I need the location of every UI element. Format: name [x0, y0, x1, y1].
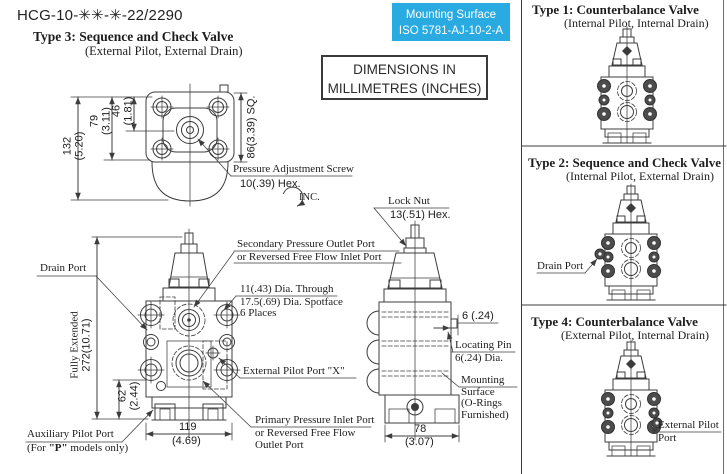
mounting-surface-label: Mounting Surface (O-Rings Furnished): [461, 374, 509, 421]
dimensions-note: DIMENSIONS IN MILLIMETRES (INCHES): [321, 55, 488, 100]
locating-pin-dia: 6(.24) Dia.: [455, 352, 503, 364]
mounting-surface-badge: Mounting Surface ISO 5781-AJ-10-2-A: [392, 3, 510, 41]
type1-valve-drawing: [597, 26, 657, 144]
type4-external-pilot-line2: Port: [658, 432, 677, 444]
type4-external-pilot-line1: External Pilot: [658, 419, 719, 431]
type2-drain-port-label: Drain Port: [537, 260, 584, 272]
dim-119-in: (4.69): [172, 435, 201, 447]
auxiliary-pilot-label: Auxiliary Pilot Port: [27, 428, 114, 440]
external-pilot-x-label: External Pilot Port "X": [243, 365, 345, 377]
type1-title: Type 1: Counterbalance Valve: [532, 2, 699, 17]
type2-title: Type 2: Sequence and Check Valve: [528, 155, 721, 170]
dim-78-mm: 78: [414, 423, 427, 435]
dim-119-mm: 119: [179, 421, 197, 433]
type2-subtitle: (Internal Pilot, External Drain): [566, 169, 714, 183]
fully-extended-dim: Fully Extended 272(10.71): [68, 311, 93, 379]
dim-86-square: 86(3.39) SQ.: [245, 95, 258, 159]
type4-title: Type 4: Counterbalance Valve: [531, 314, 698, 329]
mounting-surface-line2: ISO 5781-AJ-10-2-A: [398, 25, 504, 37]
dim-6: 6 (.24): [462, 310, 494, 322]
type1-subtitle: (Internal Pilot, Internal Drain): [564, 16, 709, 30]
lock-nut-hex: 13(.51) Hex.: [390, 209, 451, 221]
bolt-spec-line2: 17.5(.69) Dia. Spotface: [240, 296, 343, 308]
bolt-spec-line1: 11(.43) Dia. Through: [240, 283, 334, 295]
inc-label: INC.: [299, 192, 320, 203]
primary-port-line2: or Reversed Free Flow: [255, 427, 356, 439]
primary-port-line1: Primary Pressure Inlet Port: [255, 414, 375, 426]
dimensions-note-line2: MILLIMETRES (INCHES): [327, 81, 482, 96]
drain-port-label: Drain Port: [40, 262, 87, 274]
side-view-drawing: [366, 207, 518, 443]
secondary-port-line1: Secondary Pressure Outlet Port: [237, 238, 375, 250]
type2-valve-drawing: [536, 183, 661, 301]
dim-62: 62(2.44): [116, 381, 141, 411]
lock-nut-label: Lock Nut: [388, 195, 430, 207]
locating-pin-label: Locating Pin: [455, 339, 512, 351]
model-code: HCG-10-✳✳-✳-22/2290: [17, 7, 183, 24]
dimensions-note-line1: DIMENSIONS IN: [353, 62, 456, 77]
dim-46: 46(1.81): [110, 96, 135, 126]
dim-132: 132(5.20): [61, 131, 86, 161]
pressure-adjustment-hex: 10(.39) Hex.: [240, 178, 301, 190]
dim-78-in: (3.07): [405, 436, 434, 448]
type4-subtitle: (External Pilot, Internal Drain): [561, 328, 709, 342]
front-view-drawing: [25, 228, 402, 443]
type3-title: Type 3: Sequence and Check Valve: [33, 29, 234, 44]
pressure-adjustment-label: Pressure Adjustment Screw: [233, 163, 354, 175]
dim-79: 79(3.11): [88, 107, 113, 135]
top-view-drawing: [70, 83, 353, 207]
type3-subtitle: (External Pilot, External Drain): [85, 44, 243, 58]
type4-valve-drawing: [601, 339, 722, 457]
secondary-port-line2: or Reversed Free Flow Inlet Port: [237, 251, 382, 263]
primary-port-line3: Outlet Port: [255, 439, 304, 451]
mounting-surface-line1: Mounting Surface: [405, 9, 497, 21]
auxiliary-pilot-note: (For "P" models only): [27, 442, 129, 454]
type-panel-frame: [521, 0, 727, 474]
bolt-spec-line3: 6 Places: [240, 307, 277, 319]
